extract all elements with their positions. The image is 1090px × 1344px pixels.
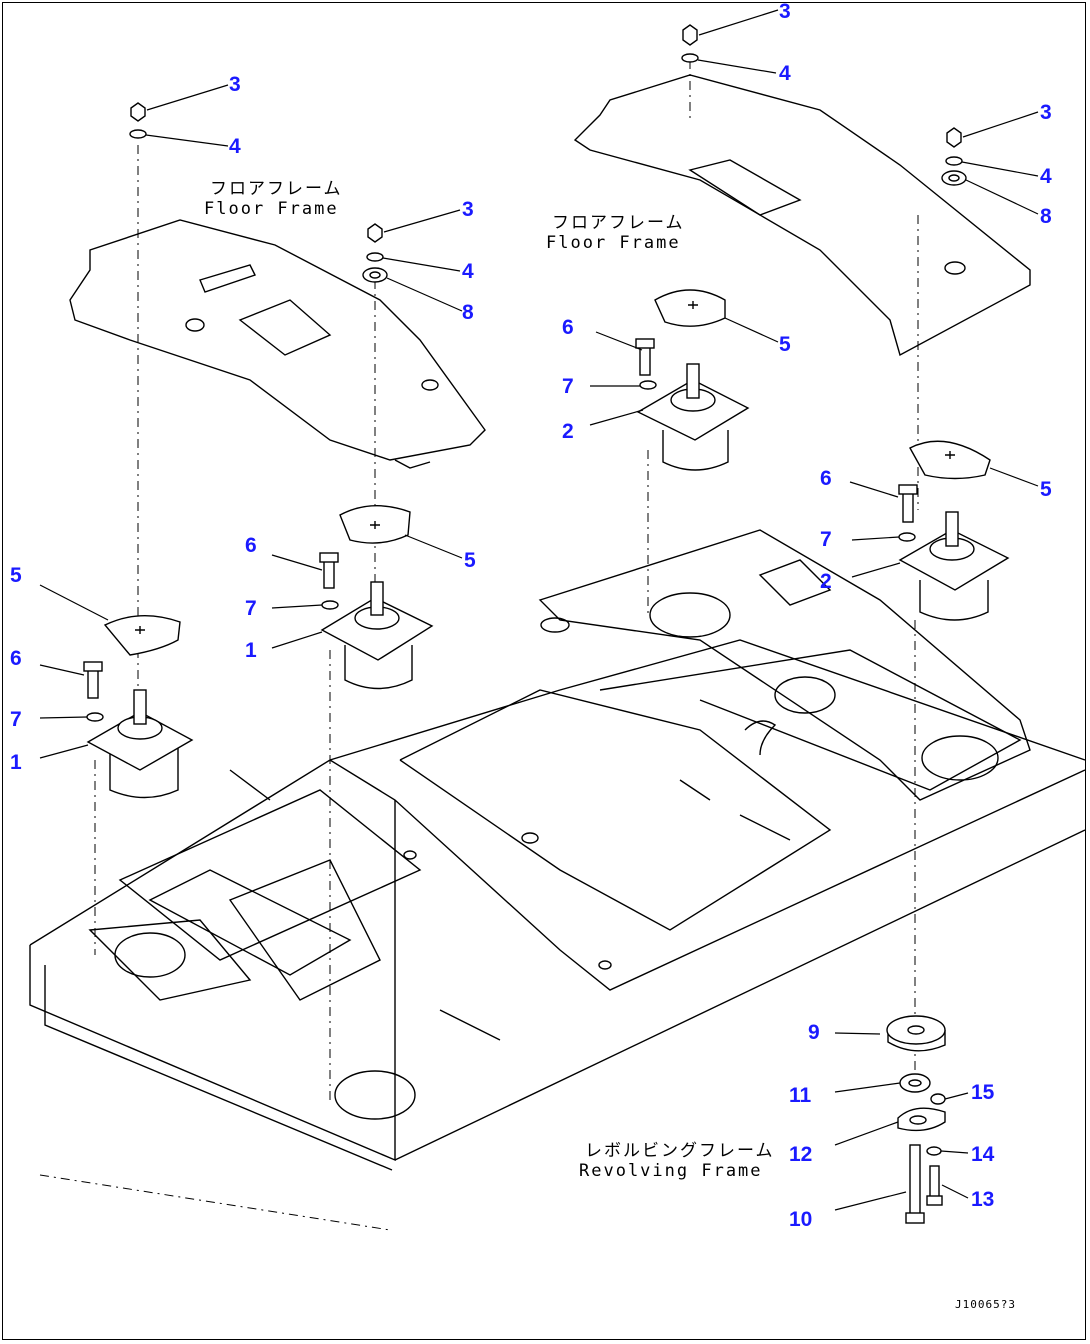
revolving-frame-label-jp: レボルビングフレーム: [585, 1141, 775, 1161]
callout-4[interactable]: 4: [779, 62, 791, 85]
callout-7[interactable]: 7: [562, 375, 574, 398]
floor-frame-right-label-jp: フロアフレーム: [552, 213, 685, 233]
callout-6[interactable]: 6: [820, 467, 832, 490]
callout-4[interactable]: 4: [229, 135, 241, 158]
callout-6[interactable]: 6: [10, 647, 22, 670]
callout-8[interactable]: 8: [1040, 205, 1052, 228]
callout-3[interactable]: 3: [462, 198, 474, 221]
callout-2[interactable]: 2: [562, 420, 574, 443]
callout-5[interactable]: 5: [1040, 478, 1052, 501]
callout-3[interactable]: 3: [229, 73, 241, 96]
floor-frame-right-label-en: Floor Frame: [546, 232, 681, 253]
callout-8[interactable]: 8: [462, 301, 474, 324]
revolving-frame-label-en: Revolving Frame: [579, 1160, 763, 1181]
callout-7[interactable]: 7: [820, 528, 832, 551]
mount-assembly-right: [898, 127, 1010, 621]
revolving-frame-label: レボルビングフレーム Revolving Frame: [579, 1141, 775, 1181]
callout-10[interactable]: 10: [789, 1208, 813, 1231]
callout-12[interactable]: 12: [789, 1143, 813, 1166]
leader-lines: [39, 9, 1039, 1211]
floor-frame-right-label: フロアフレーム Floor Frame: [546, 213, 685, 253]
callout-5[interactable]: 5: [10, 564, 22, 587]
mount-assembly-upper-right: [635, 24, 750, 471]
callout-11[interactable]: 11: [789, 1084, 812, 1107]
callout-4[interactable]: 4: [462, 260, 474, 283]
document-id: J10065?3: [955, 1298, 1016, 1311]
mount-assembly-center: [319, 223, 434, 690]
stopper-assembly: [886, 1015, 946, 1224]
callout-9[interactable]: 9: [808, 1021, 820, 1044]
callout-4[interactable]: 4: [1040, 165, 1052, 188]
callout-13[interactable]: 13: [971, 1188, 995, 1211]
floor-frame-left-label-en: Floor Frame: [204, 198, 339, 219]
callout-7[interactable]: 7: [10, 708, 22, 731]
callout-3[interactable]: 3: [779, 0, 791, 23]
callout-1[interactable]: 1: [245, 639, 257, 662]
callout-1[interactable]: 1: [10, 751, 22, 774]
callout-5[interactable]: 5: [779, 333, 791, 356]
callout-2[interactable]: 2: [820, 570, 832, 593]
callout-5[interactable]: 5: [464, 549, 476, 572]
floor-frame-left-drawing: [69, 219, 486, 469]
mount-assembly-left: [83, 102, 194, 799]
callout-6[interactable]: 6: [245, 534, 257, 557]
callout-3[interactable]: 3: [1040, 101, 1052, 124]
callout-7[interactable]: 7: [245, 597, 257, 620]
revolving-frame-drawing: [29, 639, 1086, 1231]
floor-frame-left-label: フロアフレーム Floor Frame: [204, 179, 343, 219]
callout-14[interactable]: 14: [971, 1143, 995, 1166]
floor-frame-right-drawing: [538, 74, 1031, 801]
callout-6[interactable]: 6: [562, 316, 574, 339]
callout-15[interactable]: 15: [971, 1081, 995, 1104]
floor-frame-left-label-jp: フロアフレーム: [210, 179, 343, 199]
